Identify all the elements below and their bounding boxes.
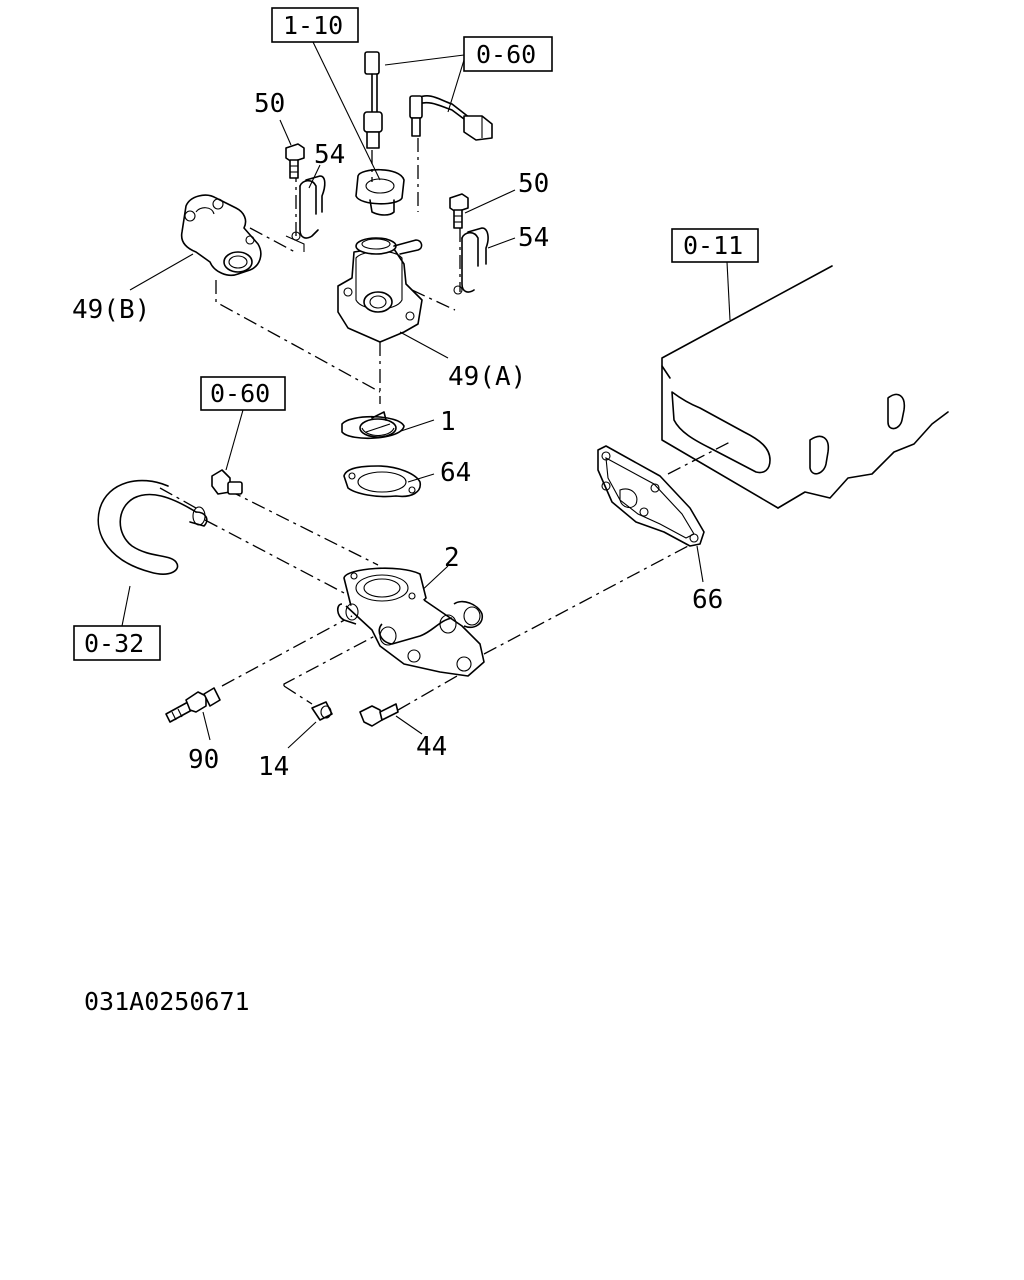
callout-1[interactable]: 1 [440,407,456,437]
temperature-sender[interactable] [363,51,383,149]
thermostat-housing-49b[interactable] [180,194,262,277]
water-hose[interactable] [97,479,208,575]
callout-49a[interactable]: 49(A) [448,362,526,392]
bolt-44[interactable] [359,703,399,727]
bolt-50-left[interactable] [285,143,305,179]
clip-54-right[interactable] [453,227,489,295]
callout-14[interactable]: 14 [258,752,289,782]
callout-66[interactable]: 66 [692,585,723,615]
assembly-lines [159,138,731,711]
part-callouts: 50 54 50 54 49(B) 49(A) 1 64 2 66 90 14 … [72,89,723,782]
connector-fitting[interactable] [211,469,243,495]
reference-box-0-11[interactable]: 0-11 [671,228,759,263]
callout-50[interactable]: 50 [518,169,549,199]
callout-49b[interactable]: 49(B) [72,295,150,325]
reference-box-1-10[interactable]: 1-10 [271,7,359,43]
stud-bolt-90[interactable] [165,687,221,723]
reference-label: 0-60 [210,379,270,408]
gasket-64[interactable] [343,465,421,498]
reference-label: 1-10 [283,11,343,40]
callout-64[interactable]: 64 [440,458,471,488]
temperature-switch[interactable] [409,95,493,141]
thermostat-housing-49a[interactable] [337,237,423,343]
reference-box-0-60-mid[interactable]: 0-60 [200,376,286,411]
reference-box-0-32[interactable]: 0-32 [73,625,161,661]
reference-label: 0-11 [683,231,743,260]
callout-54[interactable]: 54 [314,140,345,170]
water-outlet-pipe-2[interactable] [336,567,485,677]
drawing-code: 031A0250671 [84,987,250,1016]
plug-14[interactable] [311,701,333,721]
gasket-1-10[interactable] [355,168,405,216]
callout-90[interactable]: 90 [188,745,219,775]
callout-44[interactable]: 44 [416,732,447,762]
clip-54-left[interactable] [285,175,326,252]
gasket-66[interactable] [597,445,705,547]
thermostat-1[interactable] [341,411,405,440]
bolt-50-right[interactable] [449,193,469,229]
callout-2[interactable]: 2 [444,543,460,573]
callout-54[interactable]: 54 [518,223,549,253]
reference-label: 0-32 [84,629,144,658]
reference-label: 0-60 [476,40,536,69]
callout-50[interactable]: 50 [254,89,285,119]
reference-box-0-60-top[interactable]: 0-60 [463,36,553,72]
cylinder-head-block[interactable] [661,265,949,509]
